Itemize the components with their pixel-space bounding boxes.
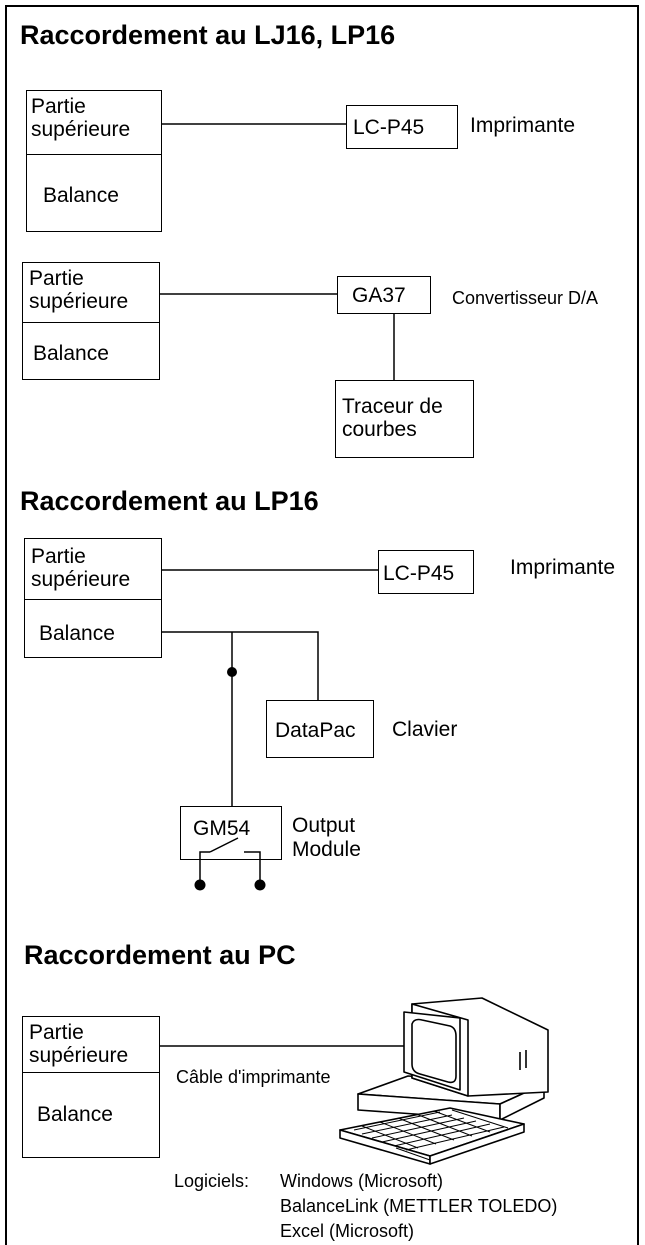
balance-label: Balance [33,342,109,365]
da-converter-label: Convertisseur D/A [452,288,599,308]
switch-right [244,851,261,860]
upper-part-label: Partie supérieure [29,267,129,313]
wire-balance-datapac [162,631,319,700]
printer-label: Imprimante [510,556,616,579]
lcp45-box-2: LC-P45 [378,550,474,594]
page-frame [5,5,639,1245]
switch-blade [209,837,239,853]
computer-icon [357,997,549,1121]
printer-cable-label: Câble d'imprimante [176,1067,331,1087]
upper-part-label: Partie supérieure [31,95,131,141]
ga37-box: GA37 [337,276,431,314]
plotter-label: Traceur de courbes [342,395,443,441]
device-group-1b: Partie supérieure Balance [22,262,160,380]
keyboard-label: Clavier [392,718,458,741]
keyboard-icon [339,1107,525,1165]
software-item-windows: Windows (Microsoft) [280,1171,444,1191]
lcp45-label: LC-P45 [383,562,455,585]
gm54-box: GM54 [180,806,282,860]
output-module-label: Output Module [292,814,361,861]
section-title-lp16: Raccordement au LP16 [20,486,319,516]
upper-part-label: Partie supérieure [31,545,131,591]
junction-dot-icon [227,667,237,677]
device-group-1a: Partie supérieure Balance [26,90,162,232]
divider [25,599,161,600]
terminal-dot-right [254,879,266,891]
lcp45-label: LC-P45 [353,116,425,139]
switch-left [199,851,210,860]
balance-label: Balance [39,622,115,645]
printer-label: Imprimante [470,114,576,137]
software-item-balancelink: BalanceLink (METTLER TOLEDO) [280,1196,558,1216]
datapac-box: DataPac [266,700,374,758]
ga37-label: GA37 [352,284,406,307]
device-group-2: Partie supérieure Balance [24,538,162,658]
software-prefix: Logiciels: [174,1171,250,1191]
section-title-lj16-lp16: Raccordement au LJ16, LP16 [20,20,396,50]
divider [23,322,159,323]
software-item-excel: Excel (Microsoft) [280,1221,415,1241]
datapac-label: DataPac [275,719,356,742]
section-title-pc: Raccordement au PC [24,940,296,970]
divider [27,154,161,155]
divider [23,1072,159,1073]
device-group-3: Partie supérieure Balance [22,1016,160,1158]
balance-label: Balance [43,184,119,207]
balance-label: Balance [37,1103,113,1126]
plotter-box: Traceur de courbes [335,380,474,458]
terminal-dot-left [194,879,206,891]
upper-part-label: Partie supérieure [29,1021,129,1067]
lcp45-box: LC-P45 [346,105,458,149]
gm54-label: GM54 [193,817,251,840]
